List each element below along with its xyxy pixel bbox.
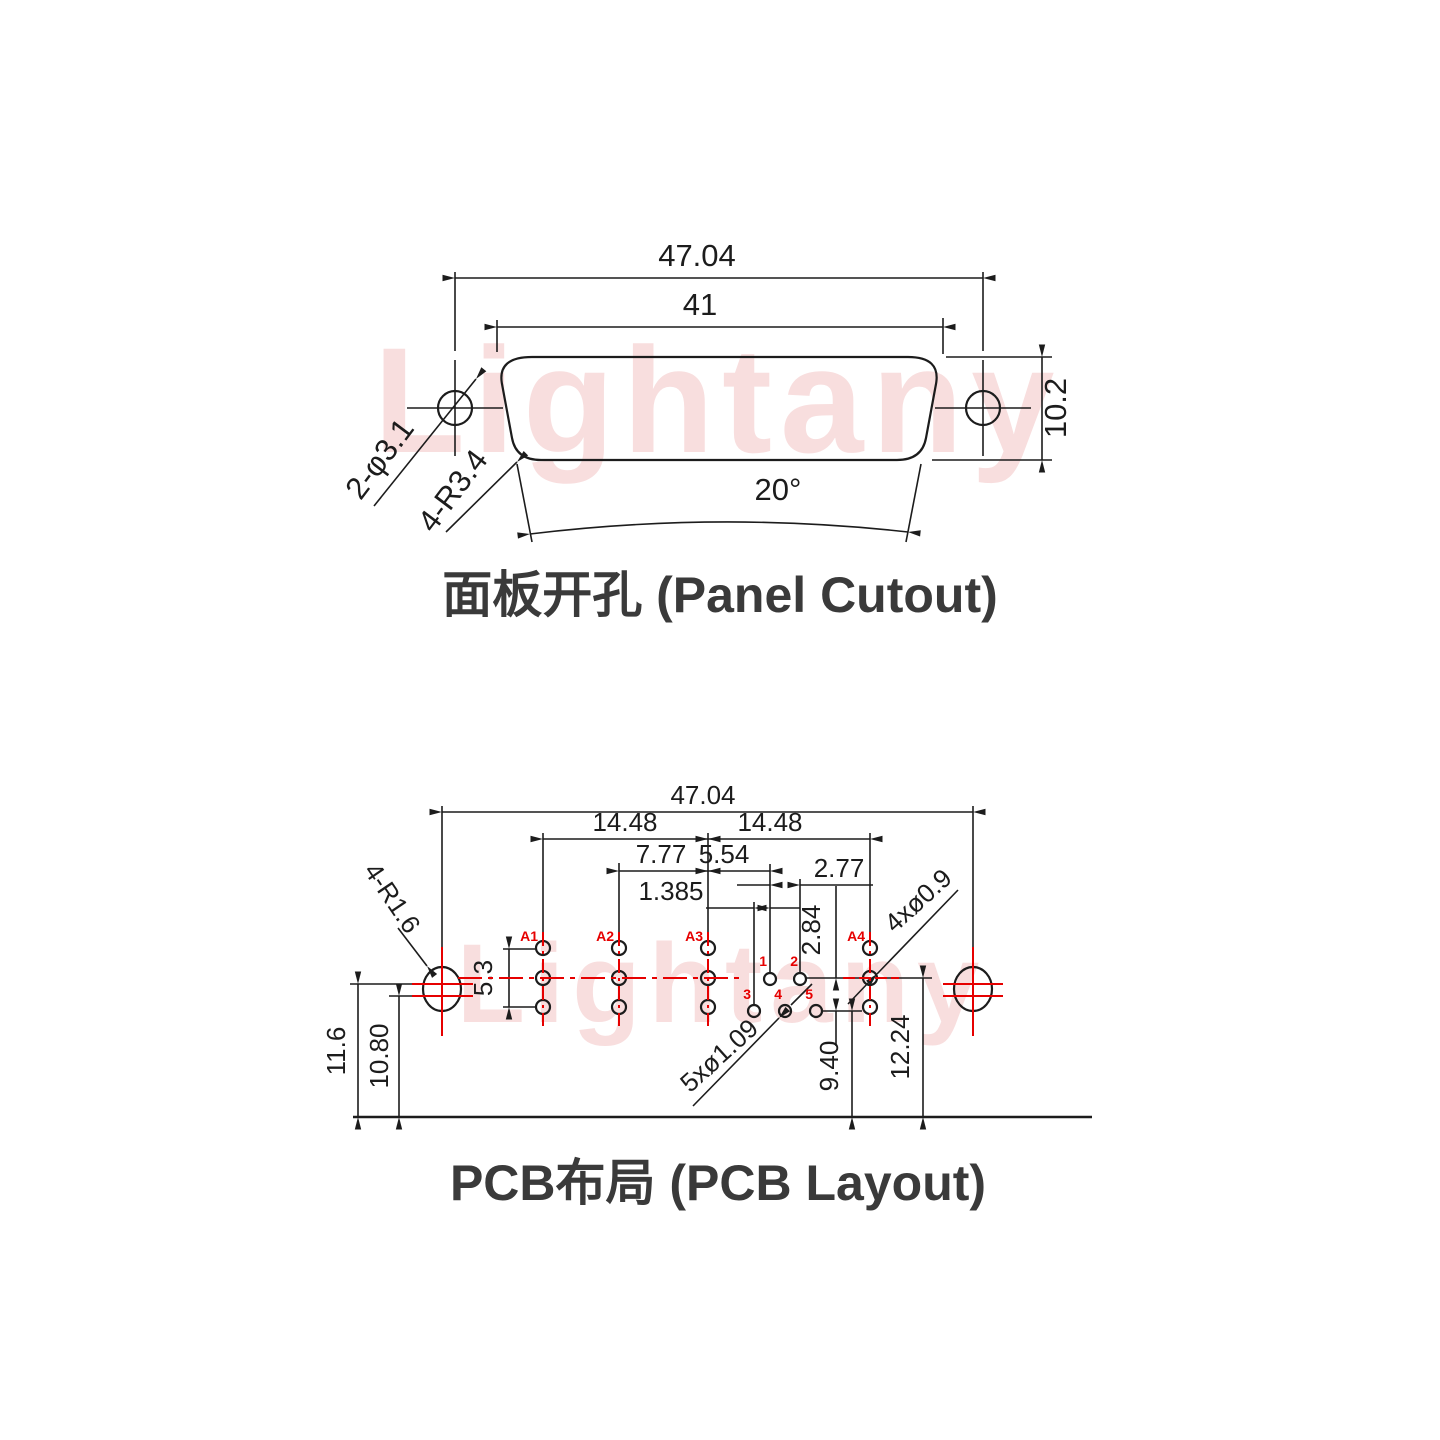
pcb-dim-a2-a3: 7.77 xyxy=(636,839,687,869)
pcb-dim-bottom-row-height: 9.40 xyxy=(814,1041,844,1092)
pcb-caption: PCB布局 (PCB Layout) xyxy=(450,1155,986,1211)
pin-label-a2: A2 xyxy=(596,928,614,944)
pcb-leader-slot xyxy=(397,927,438,978)
pin-label-1: 1 xyxy=(759,953,767,969)
pcb-dim-row-offset-x: 1.385 xyxy=(638,876,703,906)
red-centerlines xyxy=(412,932,1003,1036)
pin-label-a4: A4 xyxy=(847,928,865,944)
panel-leader-holes xyxy=(373,367,487,507)
panel-cutout-outline xyxy=(500,355,938,462)
pin-labels: A1 A2 A3 A4 1 2 3 4 5 xyxy=(520,928,865,1002)
pin-label-a1: A1 xyxy=(520,928,538,944)
panel-dim-outer-width: 47.04 xyxy=(658,238,736,273)
panel-dim-inner-width: 41 xyxy=(683,287,717,322)
panel-dim-angle: 20° xyxy=(755,472,802,507)
pcb-dim-oval-height: 11.6 xyxy=(321,1027,351,1076)
pin-label-2: 2 xyxy=(790,953,798,969)
panel-caption: 面板开孔 (Panel Cutout) xyxy=(442,567,998,623)
pin-label-3: 3 xyxy=(743,986,751,1002)
pcb-layout-drawing: 47.04 14.48 14.48 7.77 5.54 2.77 1.385 2… xyxy=(321,780,1092,1211)
pin-label-4: 4 xyxy=(774,986,782,1002)
pcb-dim-pin-pitch: 2.77 xyxy=(814,853,865,883)
panel-leader-corner-radius xyxy=(445,450,529,533)
pcb-leader-coax-hole xyxy=(866,889,959,986)
pcb-leader-signal-hole xyxy=(692,1006,791,1107)
watermark-top: Lightany xyxy=(374,316,1063,484)
pcb-dim-span-right: 14.48 xyxy=(737,807,802,837)
pcb-dim-mid-row-height: 12.24 xyxy=(885,1014,915,1079)
pcb-dim-span-left: 14.48 xyxy=(592,807,657,837)
pcb-dim-row-offset-y: 2.84 xyxy=(796,905,826,956)
panel-dim-arc-angle xyxy=(517,521,921,539)
panel-mounting-hole-left xyxy=(407,360,503,456)
signal-pin-holes xyxy=(746,971,824,1019)
pcb-dim-a3-pin1: 5.54 xyxy=(699,839,750,869)
pin-label-a3: A3 xyxy=(685,928,703,944)
panel-mounting-hole-right xyxy=(935,360,1031,456)
pcb-label-slot: 4-R1.6 xyxy=(358,857,427,938)
pcb-dim-width: 47.04 xyxy=(670,780,735,810)
pin-label-5: 5 xyxy=(805,986,813,1002)
panel-dim-height: 10.2 xyxy=(1038,378,1073,438)
pcb-dim-lower-height: 10.80 xyxy=(364,1023,394,1088)
